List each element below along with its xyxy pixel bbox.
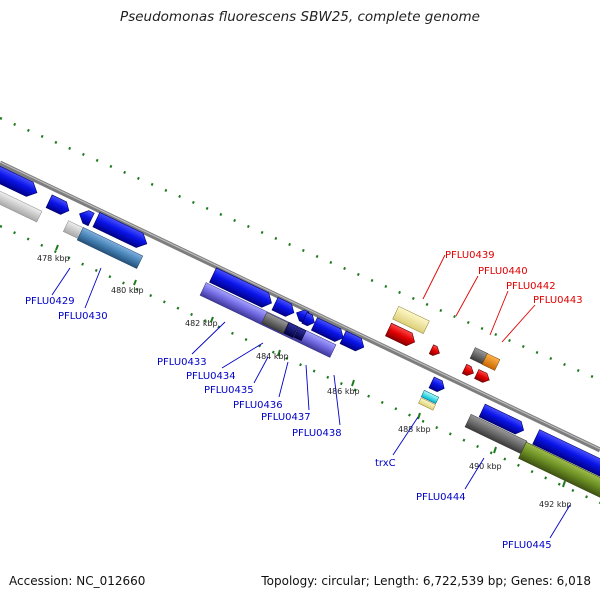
secondary-track-features	[0, 184, 600, 507]
leader-line	[51, 267, 71, 296]
gene-arrow-blue	[92, 212, 148, 248]
feature-navy	[293, 326, 307, 342]
kbp-label: 490 kbp	[469, 462, 502, 471]
gene-label-pflu0442: PFLU0442	[506, 281, 556, 292]
kbp-label: 492 kbp	[539, 500, 572, 509]
gene-arrow-blue	[310, 317, 344, 342]
major-tick	[133, 279, 137, 286]
rna-arrow-red	[461, 363, 474, 376]
major-tick	[210, 316, 214, 323]
genome-summary-text: Topology: circular; Length: 6,722,539 bp…	[261, 574, 591, 588]
gene-label-pflu0433: PFLU0433	[157, 357, 207, 368]
map-title: Pseudomonas fluorescens SBW25, complete …	[120, 9, 480, 25]
gene-label-trxc: trxC	[375, 458, 396, 469]
gene-label-pflu0440: PFLU0440	[478, 266, 528, 277]
repeat-region-feature	[392, 306, 430, 334]
leader-line	[455, 275, 479, 317]
kbp-label: 478 kbp	[37, 254, 70, 263]
kbp-label: 484 kbp	[256, 352, 289, 361]
gene-label-pflu0429: PFLU0429	[25, 296, 75, 307]
kbp-label: 482 kbp	[185, 319, 218, 328]
rna-arrow-red	[474, 369, 490, 383]
major-tick	[351, 379, 355, 387]
feature-light-grey	[0, 184, 43, 223]
gene-arrow-blue	[301, 312, 315, 327]
leader-lines	[51, 254, 571, 539]
feature-grey	[261, 312, 289, 334]
genome-backbone	[0, 160, 600, 453]
leader-line	[464, 457, 485, 490]
gene-arrow-blue	[0, 163, 38, 197]
kbp-label: 488 kbp	[398, 425, 431, 434]
gene-arrow-blue	[428, 376, 445, 393]
feature-olive	[518, 441, 600, 507]
gene-label-pflu0444: PFLU0444	[416, 492, 466, 503]
leader-line	[305, 364, 310, 411]
leader-line	[392, 416, 419, 456]
rna-arrow-red	[428, 344, 440, 356]
gene-arrow-blue	[209, 267, 272, 308]
gene-label-pflu0438: PFLU0438	[292, 428, 342, 439]
kbp-label: 480 kbp	[111, 286, 144, 295]
rna-arrow-red	[385, 322, 415, 347]
feature-navy	[283, 322, 299, 338]
leader-line	[489, 290, 509, 336]
leader-line	[221, 342, 264, 369]
gene-arrow-blue	[478, 403, 525, 435]
inner-tick-ring	[0, 224, 600, 505]
gene-label-pflu0445: PFLU0445	[502, 540, 552, 551]
leader-line	[422, 254, 446, 300]
leader-line	[191, 321, 226, 355]
leader-line	[501, 304, 536, 343]
feature-steel-blue	[76, 227, 144, 269]
gene-arrow-blue	[532, 429, 600, 480]
accession-text: Accession: NC_012660	[9, 574, 146, 588]
gene-label-pflu0439: PFLU0439	[445, 250, 495, 261]
gene-arrow-blue	[79, 210, 95, 227]
major-tick	[55, 244, 59, 251]
leader-line	[333, 374, 341, 426]
misc-feature-orange	[481, 353, 501, 371]
backbone-highlight	[0, 161, 600, 450]
major-tick	[493, 446, 497, 454]
gene-arrow-blue	[271, 296, 295, 317]
gene-arrow-blue	[339, 330, 365, 352]
gene-label-pflu0437: PFLU0437	[261, 412, 311, 423]
leader-line	[253, 356, 269, 384]
leader-line	[84, 267, 102, 309]
forward-strand-features	[0, 163, 600, 480]
misc-feature-cyan	[420, 390, 440, 404]
gene-label-pflu0430: PFLU0430	[58, 311, 108, 322]
major-tick	[417, 412, 421, 420]
gene-labels: PFLU0429 PFLU0430 PFLU0433 PFLU0434 PFLU…	[25, 250, 583, 551]
major-tick	[562, 480, 566, 488]
kbp-scale: 478 kbp 480 kbp 482 kbp 484 kbp 486 kbp …	[37, 244, 572, 509]
gene-arrow-blue	[45, 194, 70, 215]
kbp-label: 486 kbp	[327, 387, 360, 396]
gene-label-pflu0436: PFLU0436	[233, 400, 283, 411]
gene-label-pflu0434: PFLU0434	[186, 371, 236, 382]
major-tick	[277, 349, 281, 357]
leader-line	[278, 361, 289, 398]
misc-feature-tan	[418, 397, 436, 411]
gene-label-pflu0443: PFLU0443	[533, 295, 583, 306]
leader-line	[549, 504, 571, 539]
gene-label-pflu0435: PFLU0435	[204, 385, 254, 396]
